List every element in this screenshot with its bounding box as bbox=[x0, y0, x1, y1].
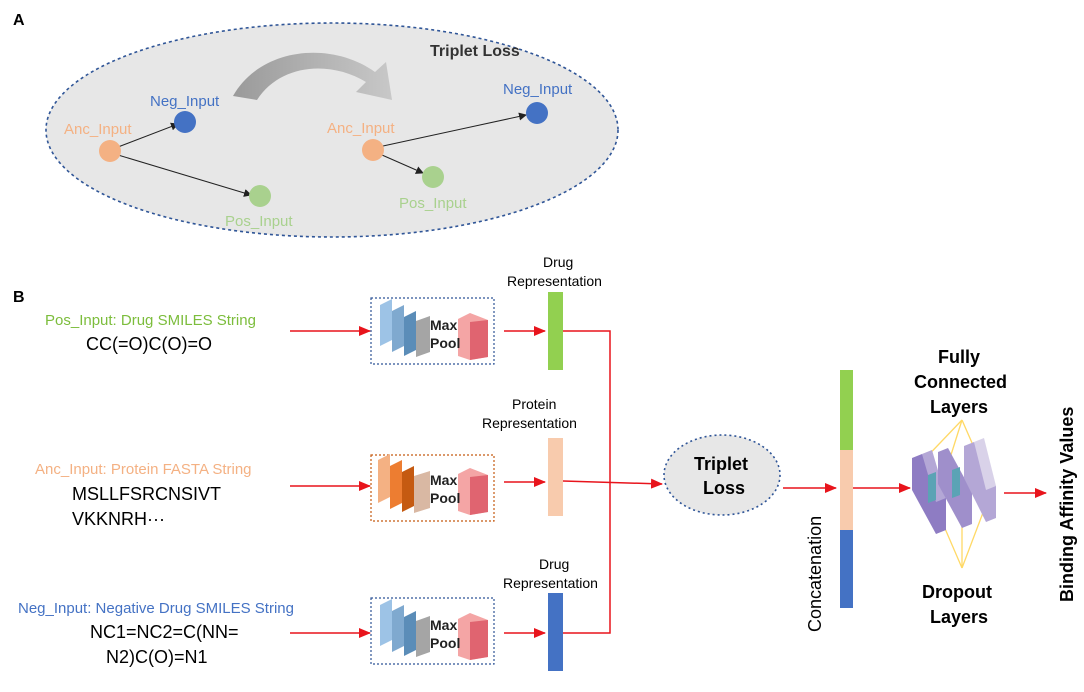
panel-a-ellipse bbox=[45, 22, 619, 238]
concat-segment-protein bbox=[840, 450, 853, 530]
left-anc-label: Anc_Input bbox=[64, 121, 132, 138]
fc-label-1: Fully bbox=[938, 347, 981, 367]
anc-to-pos-edge bbox=[117, 154, 252, 197]
neg-sequence-line-2: N2)C(O)=N1 bbox=[106, 647, 208, 667]
protein-rep-label-2: Representation bbox=[482, 415, 577, 431]
maxpool-label-pos-1: Max bbox=[430, 317, 458, 333]
pos-node-left bbox=[249, 185, 271, 207]
concat-segment-drug bbox=[840, 370, 853, 450]
protein-rep-label-1: Protein bbox=[512, 396, 557, 412]
drug-rep-label-top-1: Drug bbox=[543, 254, 574, 270]
dropout-label-1: Dropout bbox=[922, 582, 992, 602]
maxpool-label-pos-2: Pool bbox=[430, 335, 461, 351]
cnn-block-pos bbox=[370, 297, 495, 365]
anc-to-triplet-arrow bbox=[562, 478, 663, 489]
neg-sequence-line-1: NC1=NC2=C(NN= bbox=[90, 622, 239, 642]
anc-sequence-line-1: MSLLFSRCNSIVT bbox=[72, 484, 222, 504]
neg-node-left bbox=[174, 111, 196, 133]
anc-to-pos-edge-right bbox=[381, 154, 424, 174]
neg-input-label: Neg_Input: Negative Drug SMILES String bbox=[18, 600, 294, 617]
neg-node-right bbox=[526, 102, 548, 124]
anc-sequence-line-2: VKKNRH··· bbox=[72, 509, 165, 529]
pos-to-triplet-line bbox=[563, 330, 611, 484]
left-neg-label: Neg_Input bbox=[150, 93, 220, 110]
neg-to-triplet-line bbox=[563, 484, 611, 634]
cnn-block-anc bbox=[370, 454, 495, 522]
protein-representation-bar bbox=[548, 438, 563, 516]
cnn-block-neg bbox=[370, 597, 495, 665]
left-pos-label: Pos_Input bbox=[225, 213, 293, 230]
concatenation-label: Concatenation bbox=[805, 516, 825, 632]
right-anc-label: Anc_Input bbox=[327, 120, 395, 137]
pos-sequence: CC(=O)C(O)=O bbox=[86, 334, 212, 354]
panel-a-letter: A bbox=[13, 12, 25, 29]
anc-to-neg-edge bbox=[117, 122, 179, 148]
drug-rep-label-bottom-2: Representation bbox=[503, 575, 598, 591]
anc-input-label: Anc_Input: Protein FASTA String bbox=[35, 461, 252, 478]
transition-arrow-icon bbox=[233, 52, 392, 100]
drug-rep-label-bottom-1: Drug bbox=[539, 556, 570, 572]
panel-a-title: Triplet Loss bbox=[430, 43, 520, 60]
fc-label-3: Layers bbox=[930, 397, 989, 417]
triplet-loss-label-1: Triplet bbox=[694, 454, 749, 474]
anc-node-right bbox=[362, 139, 384, 161]
drug-representation-bar-bottom bbox=[548, 593, 563, 671]
anc-to-neg-edge-right bbox=[382, 112, 527, 147]
drug-rep-label-top-2: Representation bbox=[507, 273, 602, 289]
drug-representation-bar-top bbox=[548, 292, 563, 370]
maxpool-label-neg-2: Pool bbox=[430, 635, 461, 651]
maxpool-label-anc-2: Pool bbox=[430, 490, 461, 506]
output-label: Binding Affinity Values bbox=[1057, 407, 1077, 602]
fc-label-2: Connected bbox=[914, 372, 1008, 392]
right-neg-label: Neg_Input bbox=[503, 81, 573, 98]
right-pos-label: Pos_Input bbox=[399, 195, 467, 212]
dropout-label-2: Layers bbox=[930, 607, 989, 627]
maxpool-label-neg-1: Max bbox=[430, 617, 458, 633]
concat-segment-neg bbox=[840, 530, 853, 608]
triplet-loss-node bbox=[663, 434, 781, 516]
panel-b-letter: B bbox=[13, 289, 25, 306]
fc-layer-stack bbox=[912, 438, 996, 534]
pos-input-label: Pos_Input: Drug SMILES String bbox=[45, 312, 256, 329]
maxpool-label-anc-1: Max bbox=[430, 472, 458, 488]
anc-node-left bbox=[99, 140, 121, 162]
pos-node-right bbox=[422, 166, 444, 188]
triplet-loss-label-2: Loss bbox=[703, 478, 746, 498]
